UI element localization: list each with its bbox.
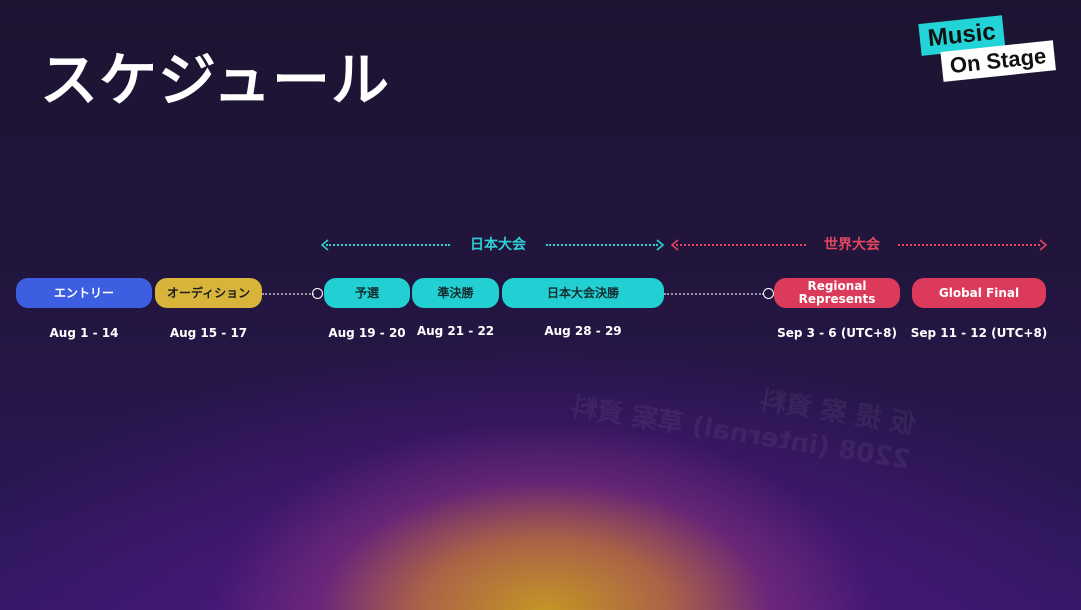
section-world-label: 世界大会 — [824, 237, 880, 253]
section-japan-label: 日本大会 — [470, 237, 526, 253]
stage-date: Aug 19 - 20 — [328, 326, 406, 340]
stage-regional-represents: Regional Represents — [774, 278, 900, 308]
arrow-right-icon — [1039, 239, 1048, 251]
world-range-line-left — [676, 244, 806, 246]
stage-date: Sep 11 - 12 (UTC+8) — [910, 326, 1048, 340]
stage-global-final: Global Final — [912, 278, 1046, 308]
stage-date: Aug 28 - 29 — [544, 324, 622, 338]
arrow-right-icon — [656, 239, 665, 251]
stage-preliminary: 予選 — [324, 278, 410, 308]
timeline-connector — [262, 293, 314, 295]
stage-japan-final: 日本大会決勝 — [502, 278, 664, 308]
stage-semifinal: 準決勝 — [412, 278, 499, 308]
timeline-node — [763, 288, 774, 299]
stage-date: Aug 1 - 14 — [49, 326, 119, 340]
timeline-connector — [664, 293, 764, 295]
mirrored-watermark: 仮 提 案 資料 2208 (internal) 草案 資料 — [542, 350, 919, 479]
arrow-left-icon — [320, 239, 329, 251]
page-title: スケジュール — [40, 46, 390, 114]
timeline-node — [312, 288, 323, 299]
arrow-left-icon — [670, 239, 679, 251]
stage-date: Aug 21 - 22 — [416, 324, 495, 338]
world-range-line-right — [898, 244, 1040, 246]
stage-audition: オーディション — [155, 278, 262, 308]
japan-range-line-left — [326, 244, 450, 246]
stage-entry: エントリー — [16, 278, 152, 308]
music-on-stage-logo: Music On Stage — [918, 15, 1068, 98]
japan-range-line-right — [546, 244, 658, 246]
stage-date: Aug 15 - 17 — [169, 326, 248, 340]
stage-date: Sep 3 - 6 (UTC+8) — [777, 326, 897, 340]
